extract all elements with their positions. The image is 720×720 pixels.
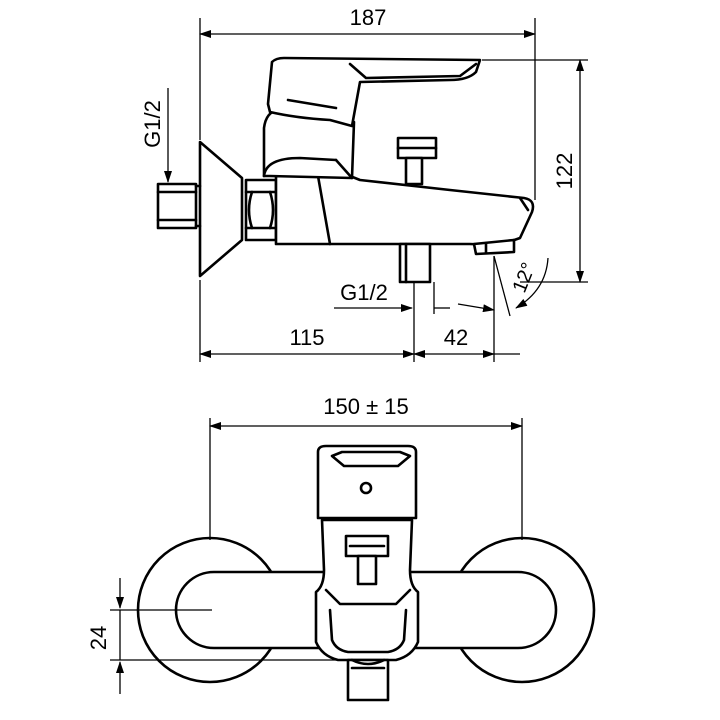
- dim-label-24: 24: [86, 626, 111, 650]
- dim-label-122: 122: [552, 153, 577, 190]
- side-view: 187 122 G1/2 G1/2 115 42 12°: [140, 5, 588, 362]
- dim-label-187: 187: [350, 5, 387, 30]
- aerator: [472, 238, 516, 256]
- thread-label-outlet: G1/2: [340, 280, 388, 305]
- front-body: [314, 518, 420, 662]
- handle-indicator-dot: [359, 481, 373, 495]
- mixer-body: [274, 174, 535, 246]
- inlet-connector: [156, 182, 198, 230]
- dim-label-115: 115: [289, 325, 324, 350]
- dim-arc-angle: [515, 257, 549, 309]
- wall-flange: [198, 140, 244, 278]
- front-view: 150 ± 15 24: [86, 394, 596, 702]
- lever-handle: [266, 56, 482, 128]
- thread-label-inlet: G1/2: [140, 100, 165, 148]
- hex-nut: [244, 178, 278, 242]
- dim-label-150: 150 ± 15: [323, 394, 408, 419]
- bottom-outlet: [398, 242, 432, 284]
- front-bottom-outlet: [346, 658, 390, 702]
- dim-label-42: 42: [444, 325, 468, 350]
